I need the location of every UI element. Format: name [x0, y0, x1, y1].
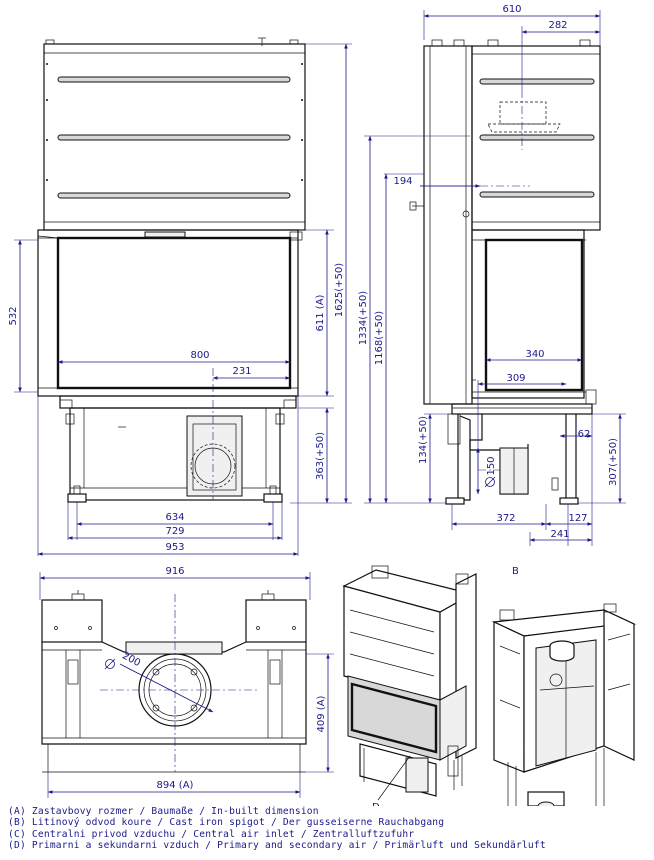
dim-916: 916: [165, 566, 184, 577]
dim-62: 62: [578, 429, 591, 440]
dim-611: 611 (A): [315, 294, 326, 331]
iso-label-d: D: [372, 802, 380, 806]
legend-item-a: (A) Zastavbovy rozmer / Baumaße / In-bui…: [8, 806, 319, 817]
dim-150: 150: [486, 456, 497, 475]
side-front-column: [423, 45, 473, 405]
dim-309: 309: [506, 373, 525, 384]
side-glass: [484, 238, 584, 392]
front-door-frame: [37, 229, 299, 397]
dim-634: 634: [165, 512, 184, 523]
top-left-module: [41, 599, 103, 643]
legend-item-d: (D) Primarni a sekundarni vzduch / Prima…: [8, 840, 546, 852]
dim-241: 241: [550, 529, 569, 540]
front-convection-slots: [57, 76, 291, 199]
front-rivets: [46, 63, 303, 181]
legend-item-c: (C) Centralni privod vzduchu / Central a…: [8, 828, 415, 840]
dim-894: 894 (A): [157, 780, 194, 791]
dim-340: 340: [525, 349, 544, 360]
dim-953: 953: [165, 542, 184, 553]
dim-1625: 1625(+50): [334, 263, 345, 317]
dim-610: 610: [502, 4, 521, 15]
dim-729: 729: [165, 526, 184, 537]
iso-label-b: B: [512, 566, 519, 577]
dim-194: 194: [393, 176, 412, 187]
legend: (A) Zastavbovy rozmer / Baumaße / In-bui…: [8, 806, 648, 852]
iso-view-back: B C: [491, 566, 637, 806]
side-door-frame: [471, 229, 585, 399]
dim-372: 372: [496, 513, 515, 524]
dim-127: 127: [568, 513, 587, 524]
dim-800: 800: [190, 350, 209, 361]
dim-307: 307(+50): [608, 438, 619, 486]
dim-134: 134(+50): [418, 416, 429, 464]
dim-231: 231: [232, 366, 251, 377]
side-base-leg: [457, 414, 483, 501]
top-view: 916: [39, 566, 334, 798]
side-convection-slots: [479, 78, 595, 198]
front-view: 532 611 (A) 1625(+50) 363(+50) 800 231 6…: [8, 37, 352, 556]
front-glass: [56, 236, 292, 390]
dim-1168: 1168(+50): [374, 311, 385, 365]
top-right-module: [245, 599, 307, 643]
dim-1334: 1334(+50): [358, 291, 369, 345]
legend-item-b: (B) Litinový odvod koure / Cast iron spi…: [8, 817, 445, 829]
dim-363: 363(+50): [315, 432, 326, 480]
front-base: [69, 407, 281, 501]
side-view: 610 282 194 1334(+50) 1168(+50) 340 309 …: [358, 4, 626, 546]
technical-drawing: 532 611 (A) 1625(+50) 363(+50) 800 231 6…: [8, 4, 637, 806]
iso-view-front: D: [342, 565, 477, 806]
dim-282: 282: [548, 20, 567, 31]
dim-532: 532: [8, 306, 19, 325]
dim-409: 409 (A): [316, 695, 327, 732]
